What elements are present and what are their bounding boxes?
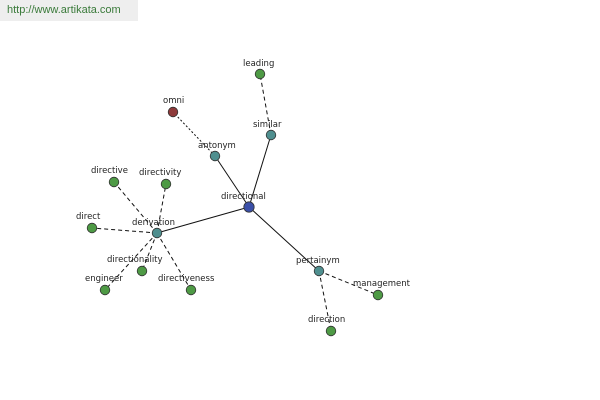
edge-derivation-direct: [91, 227, 158, 234]
source-banner: http://www.artikata.com: [0, 0, 138, 21]
edge-directional-derivation: [156, 206, 250, 234]
edge-directional-antonym: [214, 155, 250, 208]
node-label-engineer: engineer: [85, 274, 123, 284]
node-directive[interactable]: [108, 176, 120, 188]
edge-similar-leading: [259, 73, 272, 136]
node-label-leading: leading: [243, 59, 274, 69]
node-directional[interactable]: [243, 201, 255, 213]
node-management[interactable]: [372, 289, 384, 301]
node-label-directionality: directionality: [107, 255, 163, 265]
node-antonym[interactable]: [209, 150, 221, 162]
labels-layer: directional derivation antonym similar perta…: [76, 59, 411, 325]
node-label-pertainym: pertainym: [296, 256, 340, 266]
node-label-direction: direction: [308, 315, 345, 325]
edge-directional-pertainym: [248, 206, 320, 272]
edge-pertainym-direction: [318, 270, 332, 332]
node-directiveness[interactable]: [185, 284, 197, 296]
node-direct[interactable]: [86, 222, 98, 234]
node-omni[interactable]: [167, 106, 179, 118]
node-direction[interactable]: [325, 325, 337, 337]
node-engineer[interactable]: [99, 284, 111, 296]
node-label-similar: similar: [253, 120, 282, 130]
edge-derivation-directivity: [156, 183, 167, 234]
node-label-directivity: directivity: [139, 168, 181, 178]
node-label-direct: direct: [76, 212, 101, 222]
node-derivation[interactable]: [151, 227, 163, 239]
node-directivity[interactable]: [160, 178, 172, 190]
edge-derivation-engineer: [104, 232, 158, 291]
node-similar[interactable]: [265, 129, 277, 141]
node-label-management: management: [353, 279, 411, 289]
edges-layer: [91, 73, 379, 332]
node-leading[interactable]: [254, 68, 266, 80]
node-label-directive: directive: [91, 166, 128, 176]
node-label-omni: omni: [163, 96, 184, 106]
source-url-link[interactable]: http://www.artikata.com: [7, 4, 121, 16]
node-label-antonym: antonym: [198, 141, 236, 151]
node-label-derivation: derivation: [132, 218, 175, 228]
node-label-directional: directional: [221, 192, 266, 202]
edge-pertainym-management: [318, 270, 379, 296]
node-label-directiveness: directiveness: [158, 274, 215, 284]
node-directionality[interactable]: [136, 265, 148, 277]
nodes-layer: [86, 68, 384, 337]
edge-derivation-directionality: [141, 232, 158, 272]
edge-directional-similar: [248, 134, 272, 208]
node-pertainym[interactable]: [313, 265, 325, 277]
